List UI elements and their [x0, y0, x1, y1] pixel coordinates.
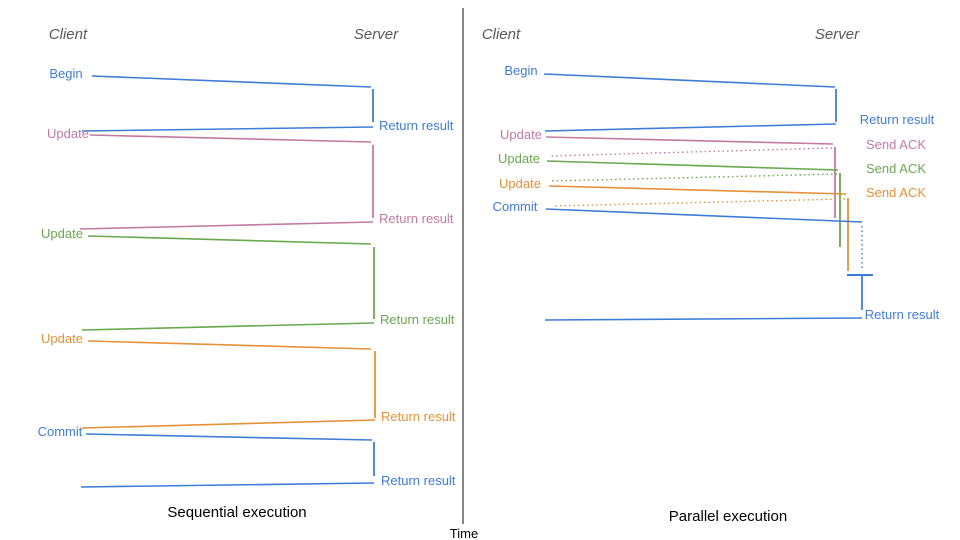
seq-step-update-3: Update Return result	[41, 331, 456, 429]
par-client-column-label: Client	[482, 26, 521, 43]
seq-update3-label: Update	[41, 331, 83, 346]
parallel-diagram: Client Server Begin Return result Update…	[482, 26, 940, 525]
par-step-update-3: Update Send ACK	[499, 176, 926, 271]
seq-update1-response-label: Return result	[379, 211, 454, 226]
par-begin-response-arrow	[544, 123, 837, 132]
parallel-title: Parallel execution	[669, 508, 787, 525]
seq-update1-request-arrow	[89, 134, 372, 143]
seq-step-update-1: Update Return result	[47, 126, 454, 230]
par-begin-label: Begin	[504, 63, 537, 78]
par-update1-request-arrow	[545, 136, 834, 145]
time-axis-label: Time	[450, 526, 478, 540]
par-commit-response-label: Return result	[865, 307, 940, 322]
par-update1-ack-arrow-dotted	[548, 147, 833, 157]
par-commit-request-arrow	[545, 208, 863, 223]
par-update1-label: Update	[500, 127, 542, 142]
par-update2-ack-label: Send ACK	[866, 161, 926, 176]
seq-begin-label: Begin	[49, 66, 82, 81]
par-update1-ack-label: Send ACK	[866, 137, 926, 152]
par-commit-label: Commit	[493, 199, 538, 214]
par-update2-ack-arrow-dotted	[550, 173, 838, 182]
seq-begin-response-label: Return result	[379, 118, 454, 133]
par-update2-request-arrow	[546, 160, 839, 171]
par-step-begin: Begin Return result	[504, 63, 935, 132]
par-commit-response-arrow	[544, 317, 863, 321]
sequential-diagram: Client Server Begin Return result Update…	[38, 26, 456, 521]
seq-update1-response-arrow	[79, 221, 374, 230]
seq-commit-request-arrow	[85, 433, 373, 441]
par-begin-response-label: Return result	[860, 112, 935, 127]
par-update3-ack-label: Send ACK	[866, 185, 926, 200]
par-update3-ack-arrow-dotted	[552, 198, 846, 207]
seq-step-begin: Begin Return result	[49, 66, 453, 133]
time-axis: Time	[450, 8, 478, 540]
seq-update3-response-label: Return result	[381, 409, 456, 424]
seq-client-column-label: Client	[49, 26, 88, 43]
seq-step-update-2: Update Return result	[41, 226, 455, 331]
seq-begin-request-arrow	[91, 75, 372, 88]
seq-server-column-label: Server	[354, 26, 399, 43]
seq-commit-response-label: Return result	[381, 473, 456, 488]
seq-update2-request-arrow	[87, 235, 372, 245]
seq-update1-label: Update	[47, 126, 89, 141]
par-update2-label: Update	[498, 151, 540, 166]
seq-commit-response-arrow	[80, 482, 375, 488]
par-step-update-1: Update Send ACK	[500, 127, 926, 218]
par-update3-request-arrow	[548, 185, 847, 195]
seq-update2-response-arrow	[81, 322, 375, 331]
seq-update2-label: Update	[41, 226, 83, 241]
par-step-commit: Commit Return result	[493, 199, 940, 322]
seq-update2-response-label: Return result	[380, 312, 455, 327]
seq-commit-label: Commit	[38, 424, 83, 439]
par-begin-request-arrow	[543, 73, 836, 88]
sequential-title: Sequential execution	[167, 504, 306, 521]
seq-update3-request-arrow	[87, 340, 372, 350]
par-update3-label: Update	[499, 176, 541, 191]
seq-begin-response-arrow	[81, 126, 374, 132]
seq-step-commit: Commit Return result	[38, 424, 456, 488]
seq-update3-response-arrow	[81, 419, 376, 429]
par-server-column-label: Server	[815, 26, 860, 43]
par-step-update-2: Update Send ACK	[498, 151, 926, 247]
